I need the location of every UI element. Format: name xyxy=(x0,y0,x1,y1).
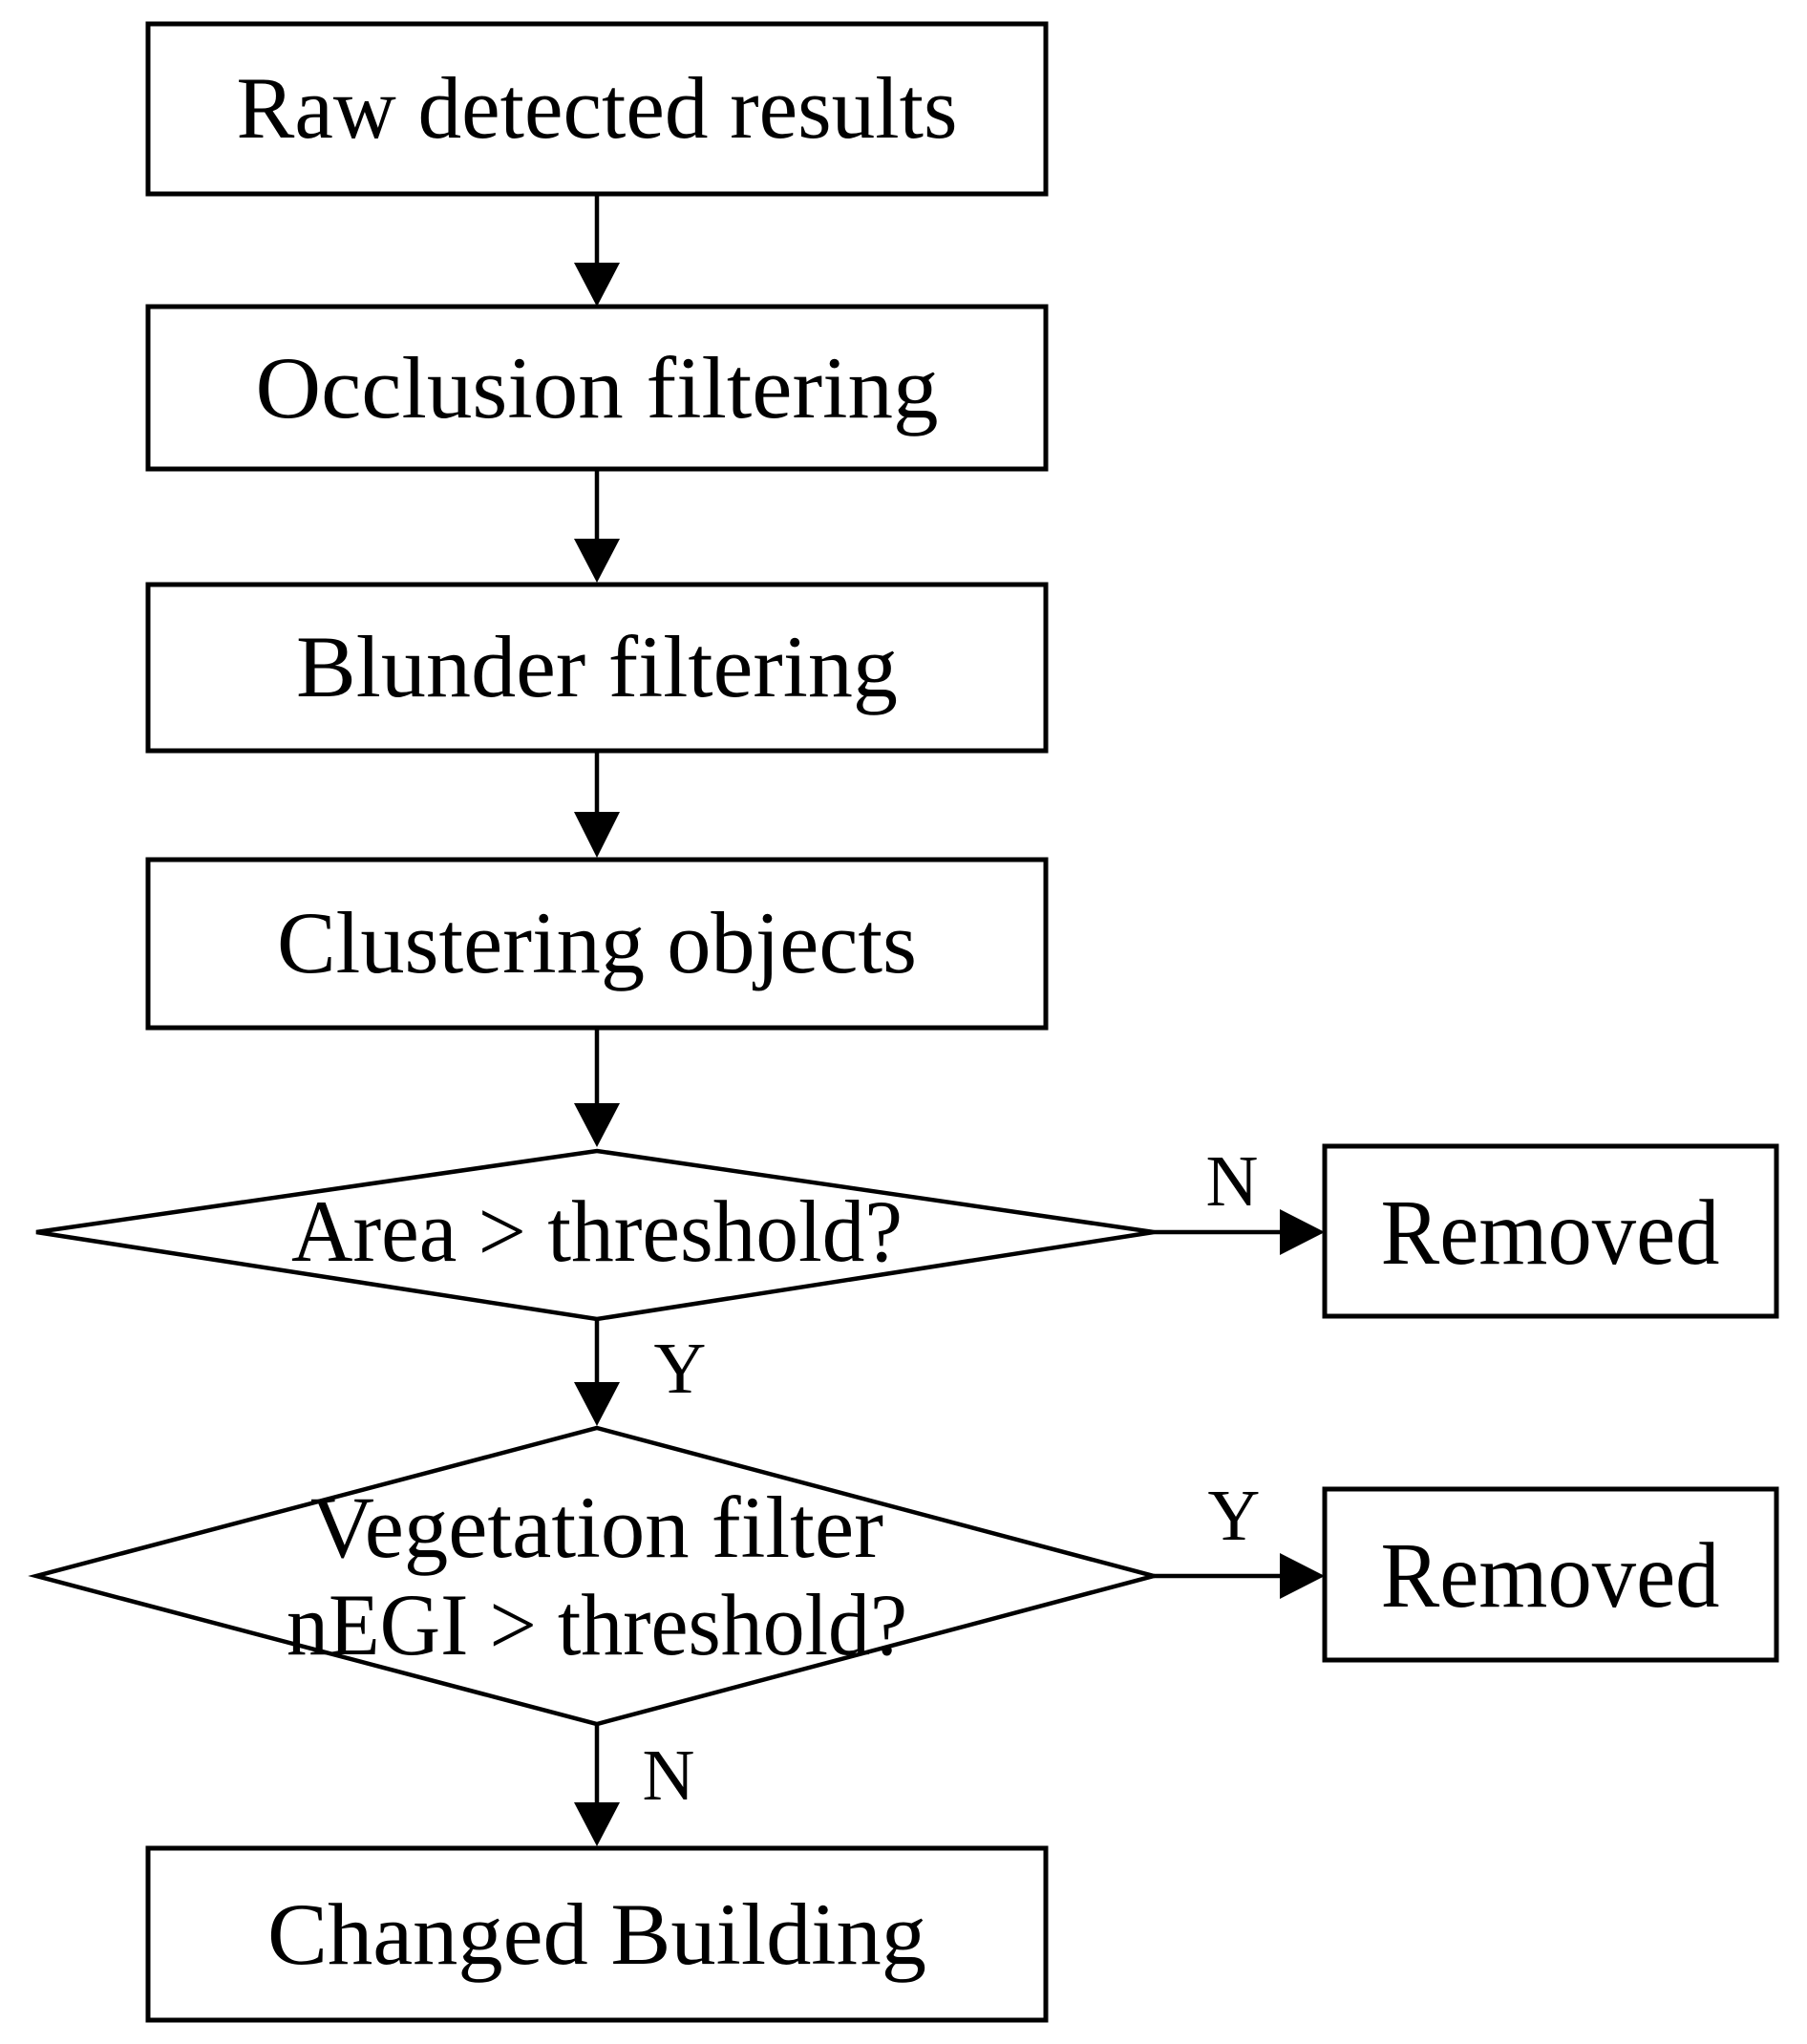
arrow-raw-to-occlusion xyxy=(574,194,620,307)
label-vegetation-filter-line1: Vegetation filter xyxy=(310,1479,883,1576)
box-changed-building xyxy=(145,1845,1049,2023)
branch-area-yes: Y xyxy=(574,1319,706,1426)
label-removed-after-vegetation: Removed xyxy=(1381,1524,1720,1628)
arrow-down-icon xyxy=(574,539,620,583)
arrow-down-icon xyxy=(574,1382,620,1426)
node-changed-building: Changed Building xyxy=(145,1845,1049,2023)
decision-vegetation-negi: Vegetation filter nEGI > threshold? xyxy=(28,1425,1162,1727)
label-removed-after-area: Removed xyxy=(1381,1182,1720,1285)
label-clustering-objects: Clustering objects xyxy=(277,894,917,991)
arrow-right-icon xyxy=(1280,1553,1325,1599)
label-vegetation-filter-line2: nEGI > threshold? xyxy=(287,1576,907,1673)
label-area-threshold: Area > threshold? xyxy=(291,1182,903,1280)
branch-label-area-yes: Y xyxy=(654,1329,707,1409)
branch-area-no: N xyxy=(1154,1141,1325,1255)
node-removed-after-vegetation: Removed xyxy=(1322,1486,1779,1663)
label-occlusion-filtering: Occlusion filtering xyxy=(256,339,939,436)
box-removed-after-vegetation xyxy=(1322,1486,1779,1663)
box-raw-detected-results xyxy=(145,21,1049,197)
label-blunder-filtering: Blunder filtering xyxy=(296,618,898,715)
arrow-down-icon xyxy=(574,1802,620,1846)
branch-vegetation-no: N xyxy=(574,1724,694,1846)
branch-label-vegetation-no: N xyxy=(643,1735,695,1816)
arrow-down-icon xyxy=(574,812,620,858)
branch-label-area-no: N xyxy=(1206,1141,1259,1222)
arrow-clustering-to-area-decision xyxy=(574,1028,620,1147)
arrow-down-icon xyxy=(574,1103,620,1147)
arrow-blunder-to-clustering xyxy=(574,751,620,858)
arrow-right-icon xyxy=(1280,1209,1325,1255)
decision-area-threshold: Area > threshold? xyxy=(35,1148,1155,1322)
node-occlusion-filtering: Occlusion filtering xyxy=(145,304,1049,472)
label-changed-building: Changed Building xyxy=(267,1885,926,1983)
node-blunder-filtering: Blunder filtering xyxy=(145,582,1049,754)
branch-vegetation-yes: Y xyxy=(1154,1476,1325,1599)
branch-label-vegetation-yes: Y xyxy=(1208,1476,1261,1556)
box-removed-after-area xyxy=(1322,1143,1779,1319)
arrow-down-icon xyxy=(574,263,620,307)
node-removed-after-area: Removed xyxy=(1322,1143,1779,1319)
node-clustering-objects: Clustering objects xyxy=(145,857,1049,1031)
label-raw-detected-results: Raw detected results xyxy=(237,59,958,157)
node-raw-detected-results: Raw detected results xyxy=(145,21,1049,197)
arrow-occlusion-to-blunder xyxy=(574,469,620,583)
box-blunder-filtering xyxy=(145,582,1049,754)
